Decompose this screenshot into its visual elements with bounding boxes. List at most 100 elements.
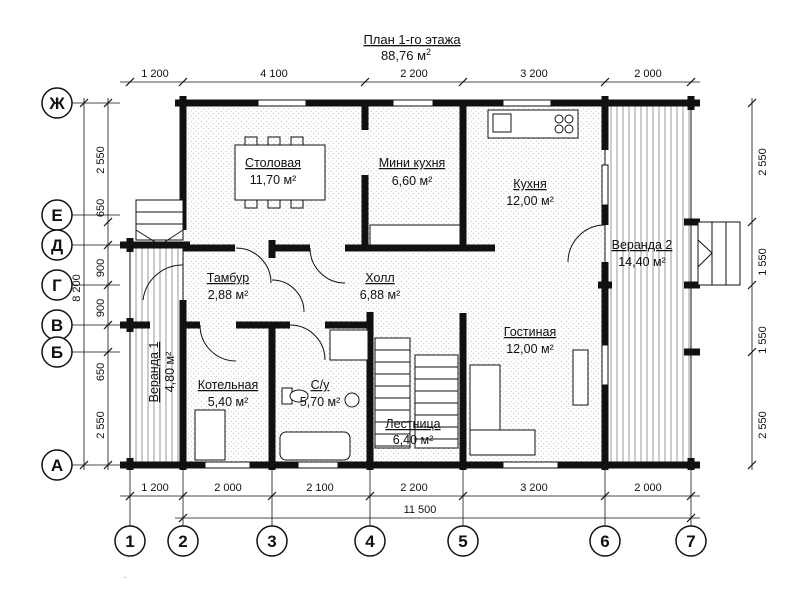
svg-text:12,00 м²: 12,00 м² xyxy=(506,194,554,208)
plan-title: План 1-го этажа 88,76 м2 xyxy=(363,32,461,63)
svg-text:С/у: С/у xyxy=(311,378,331,392)
porch-steps xyxy=(135,199,741,286)
axis-col-label: 2 xyxy=(178,532,187,551)
svg-text:Кухня: Кухня xyxy=(513,177,546,191)
svg-text:2,88 м²: 2,88 м² xyxy=(208,288,249,302)
svg-text:6,60 м²: 6,60 м² xyxy=(392,174,433,188)
svg-text:6,40 м²: 6,40 м² xyxy=(393,433,434,447)
svg-text:2 550: 2 550 xyxy=(757,411,769,439)
svg-text:2 550: 2 550 xyxy=(95,146,107,174)
axis-col-label: 4 xyxy=(365,532,375,551)
room-kotelnaya: Котельная 5,40 м² xyxy=(198,378,259,409)
svg-text:2 100: 2 100 xyxy=(306,482,334,494)
dimension-right: 2 550 1 550 1 550 2 550 xyxy=(757,148,769,439)
axis-col-label: 6 xyxy=(600,532,609,551)
axis-row-marker: Ж xyxy=(41,87,120,119)
svg-text:12,00 м²: 12,00 м² xyxy=(506,342,554,356)
axis-col-marker: 3 xyxy=(256,470,288,557)
axis-col-label: 1 xyxy=(125,532,134,551)
svg-text:Веранда 2: Веранда 2 xyxy=(612,238,673,252)
svg-text:2 550: 2 550 xyxy=(95,411,107,439)
svg-text:650: 650 xyxy=(95,199,107,217)
svg-text:14,40 м²: 14,40 м² xyxy=(618,255,666,269)
axis-row-label: Б xyxy=(51,343,63,362)
axis-col-label: 3 xyxy=(267,532,276,551)
svg-text:5,70 м²: 5,70 м² xyxy=(300,395,341,409)
axis-row-label: Д xyxy=(51,236,63,255)
plan-area-total: 88,76 м2 xyxy=(381,47,431,63)
svg-text:5,40 м²: 5,40 м² xyxy=(208,395,249,409)
svg-text:1 550: 1 550 xyxy=(757,248,769,276)
furniture xyxy=(194,109,589,461)
axis-row-label: Е xyxy=(51,206,62,225)
plan-title-text: План 1-го этажа xyxy=(363,32,461,47)
svg-text:Тамбур: Тамбур xyxy=(207,271,249,285)
svg-text:11 500: 11 500 xyxy=(404,504,437,516)
svg-text:.: . xyxy=(124,571,126,580)
svg-text:2 000: 2 000 xyxy=(634,68,662,80)
axis-row-label: Ж xyxy=(48,94,65,113)
svg-text:2 200: 2 200 xyxy=(400,482,428,494)
room-veranda1: Веранда 1 4,80 м² xyxy=(147,342,177,403)
svg-text:2 000: 2 000 xyxy=(214,482,242,494)
room-gostinaya: Гостиная 12,00 м² xyxy=(504,325,556,356)
veranda2-floor xyxy=(604,102,692,466)
svg-text:650: 650 xyxy=(95,363,107,381)
staircase xyxy=(374,337,459,449)
svg-text:Столовая: Столовая xyxy=(245,156,301,170)
axis-col-marker: 6 xyxy=(589,470,621,557)
svg-text:1 200: 1 200 xyxy=(141,68,169,80)
axis-row-label: В xyxy=(51,316,63,335)
svg-text:Холл: Холл xyxy=(365,271,394,285)
room-labels: Столовая 11,70 м² Мини кухня 6,60 м² Кух… xyxy=(147,156,672,447)
axis-col-marker: 7 xyxy=(675,470,707,557)
dimension-top: 1 200 4 100 2 200 3 200 2 000 xyxy=(141,68,662,80)
svg-text:3 200: 3 200 xyxy=(520,68,548,80)
room-mini-kuhnya: Мини кухня 6,60 м² xyxy=(379,156,446,188)
room-holl: Холл 6,88 м² xyxy=(360,271,401,302)
axis-col-marker: 2 xyxy=(167,470,199,557)
svg-text:1 550: 1 550 xyxy=(757,326,769,354)
axis-row-marker: Б xyxy=(41,336,120,368)
axis-col-marker: 5 xyxy=(447,470,479,557)
svg-text:2 200: 2 200 xyxy=(400,68,428,80)
svg-text:2 550: 2 550 xyxy=(757,148,769,176)
veranda1-floor xyxy=(129,244,184,466)
dimension-bottom: 1 200 2 000 2 100 2 200 3 200 2 000 11 5… xyxy=(141,482,662,516)
svg-text:Гостиная: Гостиная xyxy=(504,325,556,339)
axis-row-marker: А xyxy=(41,449,120,481)
room-veranda2: Веранда 2 14,40 м² xyxy=(612,238,673,269)
svg-text:Мини кухня: Мини кухня xyxy=(379,156,446,170)
svg-text:1 200: 1 200 xyxy=(141,482,169,494)
svg-text:2 000: 2 000 xyxy=(634,482,662,494)
axis-row-label: Г xyxy=(52,276,62,295)
room-tambur: Тамбур 2,88 м² xyxy=(207,271,249,302)
dimension-left: 2 550 650 900 900 650 2 550 8 200 xyxy=(71,146,107,439)
room-lestnica: Лестница 6,40 м² xyxy=(385,417,440,447)
axis-cols: 1 2 3 4 5 6 7 xyxy=(114,470,707,557)
svg-text:3 200: 3 200 xyxy=(520,482,548,494)
doors xyxy=(142,224,606,362)
svg-text:11,70 м²: 11,70 м² xyxy=(250,173,297,187)
axis-col-marker: 4 xyxy=(354,470,386,557)
svg-text:Лестница: Лестница xyxy=(385,417,440,431)
axis-col-label: 5 xyxy=(458,532,467,551)
svg-text:Веранда 1: Веранда 1 xyxy=(147,342,161,403)
svg-text:Котельная: Котельная xyxy=(198,378,259,392)
room-su: С/у 5,70 м² xyxy=(300,378,341,409)
axis-row-marker: Г xyxy=(41,269,120,301)
windows xyxy=(204,99,609,469)
svg-text:6,88 м²: 6,88 м² xyxy=(360,288,401,302)
svg-text:4,80 м²: 4,80 м² xyxy=(163,352,177,393)
svg-text:900: 900 xyxy=(95,299,107,317)
svg-text:8 200: 8 200 xyxy=(71,274,83,302)
room-stolovaya: Столовая 11,70 м² xyxy=(245,156,301,187)
room-kuhnya: Кухня 12,00 м² xyxy=(506,177,554,208)
axis-rows: Ж ЕД Г ВБ А xyxy=(41,87,120,481)
axis-col-label: 7 xyxy=(686,532,695,551)
axis-row-marker: Д xyxy=(41,229,120,261)
axis-row-label: А xyxy=(51,456,63,475)
svg-text:900: 900 xyxy=(95,259,107,277)
axis-col-marker: 1 xyxy=(114,470,146,557)
